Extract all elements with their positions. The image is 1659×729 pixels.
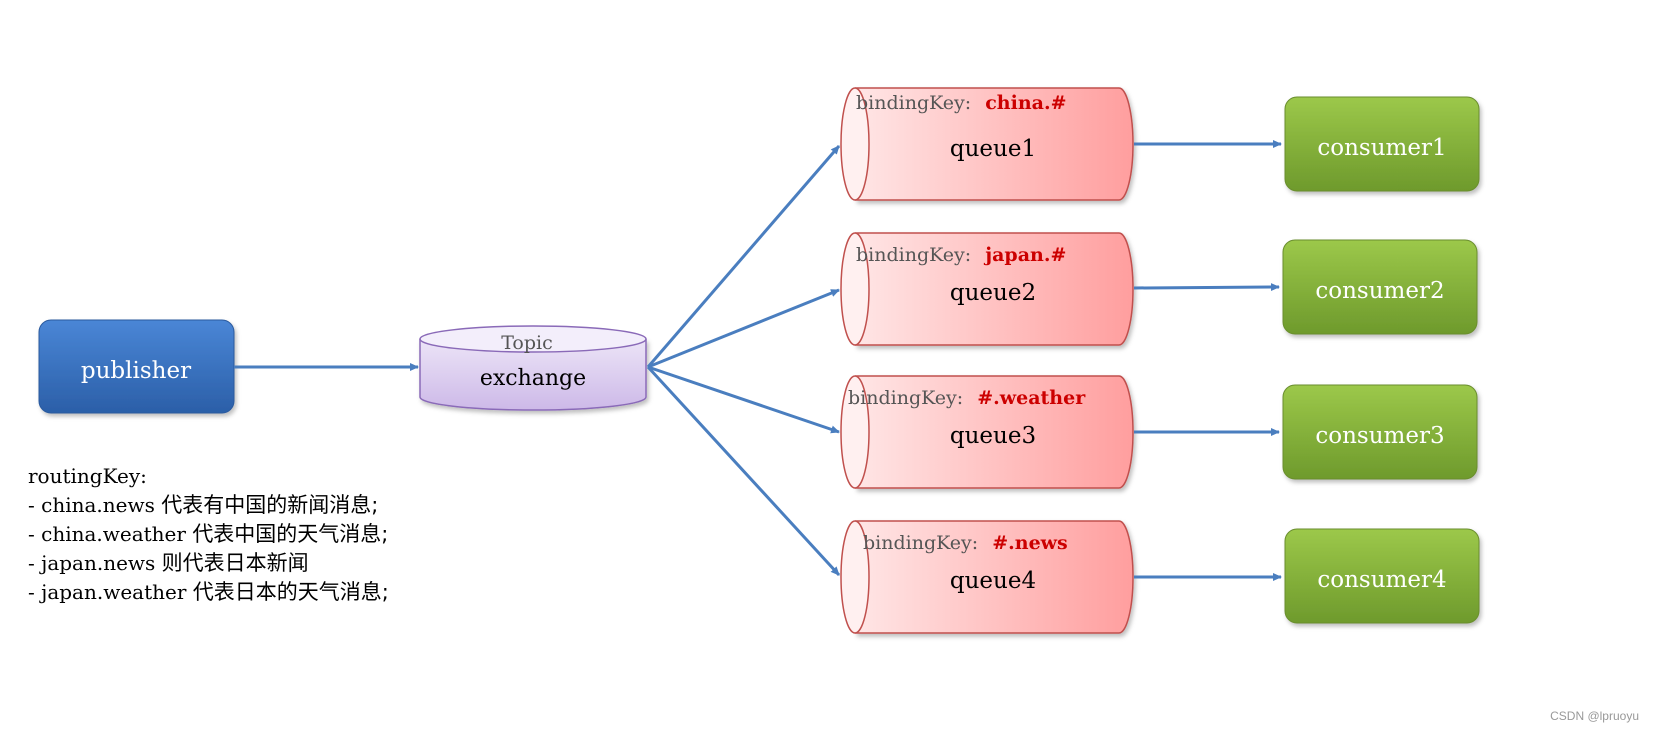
routing-key-value: - japan.weather	[28, 580, 193, 604]
consumer-node-4: consumer4	[1284, 528, 1480, 624]
queue-node-4: bindingKey: #.news queue4	[840, 520, 1134, 634]
publisher-node: publisher	[38, 319, 235, 414]
routing-key-desc: 代表日本的天气消息;	[192, 580, 389, 604]
queue-label-2: queue2	[950, 280, 1036, 306]
routing-key-value: - japan.news	[28, 551, 162, 575]
queue-label-3: queue3	[950, 423, 1036, 449]
queue-node-3: bindingKey: #.weather queue3	[840, 375, 1134, 489]
routing-key-notes: routingKey: - china.news 代表有中国的新闻消息; - c…	[28, 462, 389, 607]
consumer-label-2: consumer2	[1315, 278, 1444, 304]
exchange-to-queue3-arrow	[647, 365, 840, 434]
exchange-label: exchange	[480, 366, 586, 391]
consumer-node-1: consumer1	[1284, 96, 1480, 192]
routing-key-item-3: - japan.news 则代表日本新闻	[28, 549, 389, 578]
consumer-label-4: consumer4	[1317, 567, 1446, 593]
binding-key-text-2: bindingKey: japan.#	[856, 244, 1066, 266]
routing-key-item-2: - china.weather 代表中国的天气消息;	[28, 520, 389, 549]
routing-key-desc: 则代表日本新闻	[161, 551, 309, 575]
queue2-to-consumer2-arrow	[1133, 283, 1280, 292]
routing-key-desc: 代表中国的天气消息;	[192, 522, 389, 546]
routing-key-title: routingKey:	[28, 464, 147, 488]
binding-key-text-1: bindingKey: china.#	[856, 92, 1067, 114]
routing-key-desc: 代表有中国的新闻消息;	[161, 493, 379, 517]
watermark: CSDN @lpruoyu	[1550, 709, 1639, 723]
consumer-label-3: consumer3	[1315, 423, 1444, 449]
queue-label-4: queue4	[950, 568, 1036, 594]
queue-label-1: queue1	[950, 136, 1036, 162]
consumer-node-3: consumer3	[1282, 384, 1478, 480]
exchange-to-queue4-arrow	[646, 365, 841, 577]
routing-key-value: - china.weather	[28, 522, 193, 546]
consumer-node-2: consumer2	[1282, 239, 1478, 335]
routing-key-value: - china.news	[28, 493, 162, 517]
routing-key-item-1: - china.news 代表有中国的新闻消息;	[28, 491, 389, 520]
routing-key-item-4: - japan.weather 代表日本的天气消息;	[28, 578, 389, 607]
binding-key-text-3: bindingKey: #.weather	[848, 387, 1086, 409]
publisher-label: publisher	[81, 358, 191, 384]
queue-node-2: bindingKey: japan.# queue2	[840, 232, 1134, 346]
queue-node-1: bindingKey: china.# queue1	[840, 87, 1134, 201]
exchange-to-queue2-arrow	[647, 288, 840, 369]
exchange-type-label: Topic	[501, 332, 553, 354]
exchange-to-queue1-arrow	[646, 145, 841, 368]
consumer-label-1: consumer1	[1317, 135, 1446, 161]
binding-key-text-4: bindingKey: #.news	[863, 532, 1068, 554]
exchange-node: Topic exchange	[419, 325, 647, 411]
